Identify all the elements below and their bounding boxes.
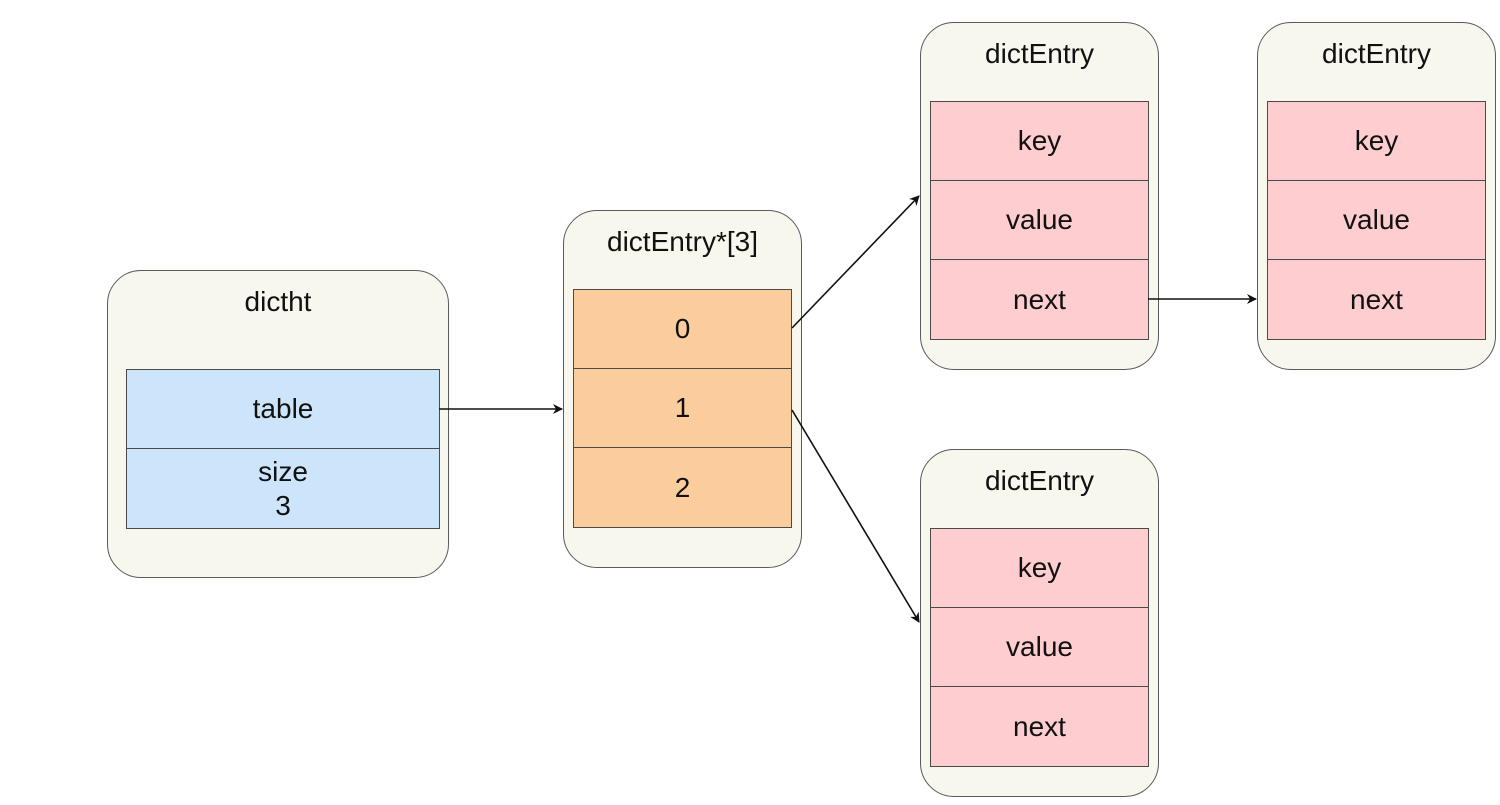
dict-entry-a-next: next (931, 260, 1148, 339)
bucket-slot-0: 0 (574, 290, 791, 369)
dict-entry-c-next-label: next (1013, 710, 1066, 742)
dict-entry-a-next-label: next (1013, 283, 1066, 315)
dictht-field-size: size 3 (127, 449, 439, 528)
dictht-title: dictht (244, 286, 312, 317)
bucket-slot-1-label: 1 (674, 392, 691, 423)
dict-entry-b-fields: key value next (1267, 101, 1486, 340)
dict-entry-a-key-label: key (1017, 125, 1062, 156)
dict-entry-node-a: dictEntry key value next (920, 22, 1159, 370)
dict-entry-a-title: dictEntry (985, 38, 1094, 69)
bucket-slot-1: 1 (574, 369, 791, 448)
bucket-slot-2-label: 2 (674, 471, 691, 503)
dictht-fields: table size 3 (126, 369, 440, 529)
dict-entry-b-value-label: value (1343, 204, 1410, 235)
dict-entry-b-next: next (1268, 260, 1485, 339)
edge-slot0-to-entry-a (791, 195, 920, 329)
dict-entry-node-c: dictEntry key value next (920, 449, 1159, 797)
dictht-node: dictht table size 3 (107, 270, 449, 578)
dict-entry-b-key: key (1268, 102, 1485, 181)
bucket-array-node: dictEntry*[3] 0 1 2 (563, 210, 802, 568)
edge-slot1-to-entry-c (791, 409, 920, 623)
dict-entry-b-value: value (1268, 181, 1485, 260)
bucket-slots: 0 1 2 (573, 289, 792, 528)
dict-entry-a-value: value (931, 181, 1148, 260)
dictht-field-size-value: 3 (275, 489, 291, 521)
dict-entry-c-value-label: value (1006, 631, 1073, 662)
dict-entry-c-fields: key value next (930, 528, 1149, 767)
dict-entry-a-key: key (931, 102, 1148, 181)
dict-entry-b-title: dictEntry (1322, 38, 1431, 69)
dict-entry-c-value: value (931, 608, 1148, 687)
dict-entry-b-next-label: next (1350, 283, 1403, 315)
dict-entry-c-key: key (931, 529, 1148, 608)
bucket-array-title: dictEntry*[3] (607, 226, 758, 257)
dict-entry-node-b: dictEntry key value next (1257, 22, 1496, 370)
dictht-field-size-label: size (258, 455, 308, 487)
bucket-slot-2: 2 (574, 448, 791, 527)
dict-entry-c-key-label: key (1017, 552, 1062, 583)
dict-entry-b-key-label: key (1354, 125, 1399, 156)
dict-entry-a-value-label: value (1006, 204, 1073, 235)
dictht-field-table-label: table (252, 393, 314, 424)
dictht-field-table: table (127, 370, 439, 449)
dict-entry-c-next: next (931, 687, 1148, 766)
dict-entry-a-fields: key value next (930, 101, 1149, 340)
bucket-slot-0-label: 0 (674, 313, 691, 344)
dict-entry-c-title: dictEntry (985, 465, 1094, 496)
